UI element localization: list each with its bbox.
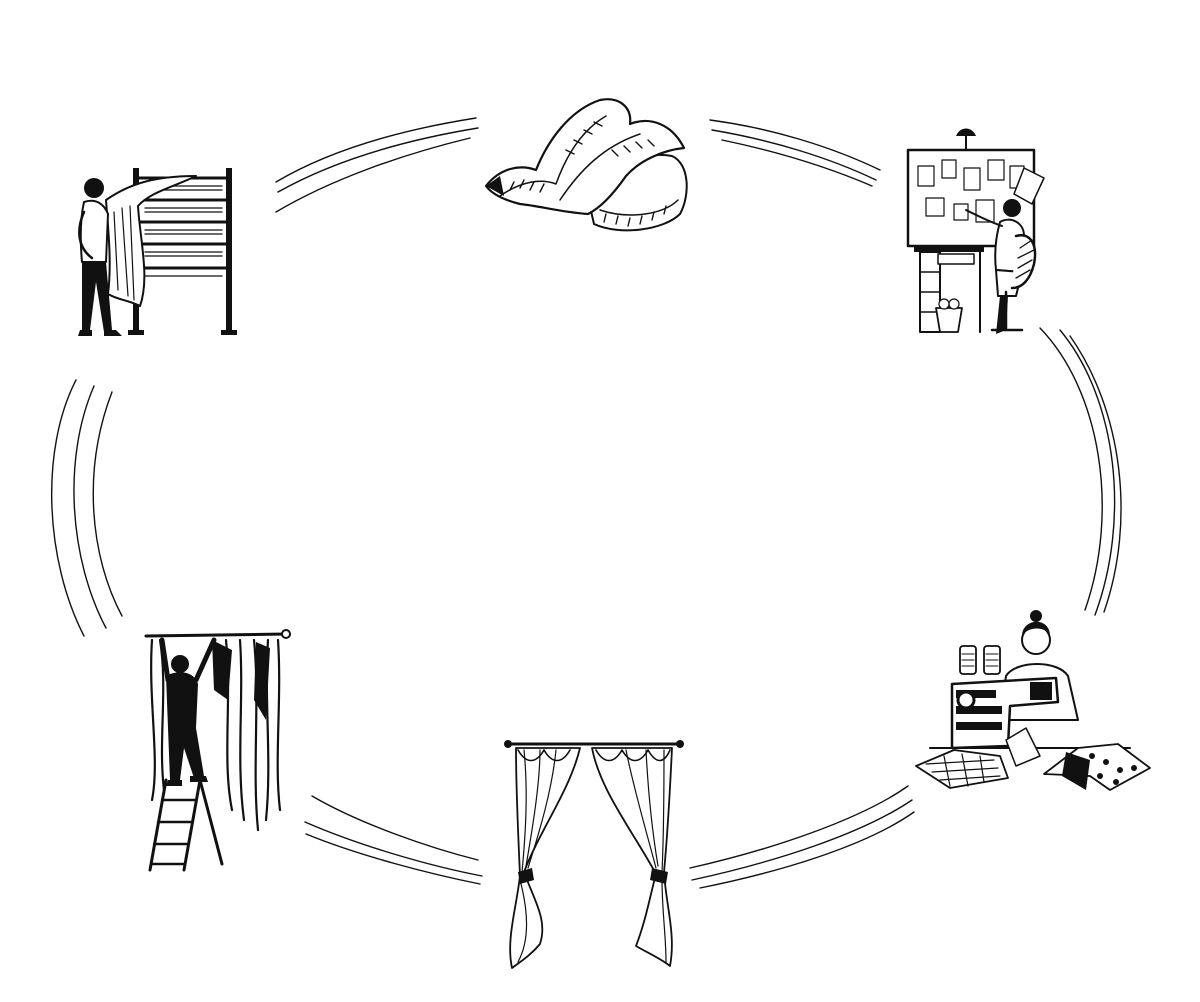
sewing-machine-icon [915,610,1151,791]
arc-curtains-to-installer [304,795,483,885]
arc-sewing-to-curtains [689,785,915,889]
arc-tape-to-designer [709,119,881,187]
designer-at-desk-icon [906,128,1045,334]
curtain-installation-icon [144,629,291,872]
finished-curtains-icon [504,740,684,969]
arc-designer-to-sewing [1039,327,1122,616]
fabric-selection-icon [78,168,237,336]
measuring-tape-icon [484,98,688,232]
arc-installer-to-fabric [50,379,123,637]
arc-fabric-to-tape [275,117,479,213]
